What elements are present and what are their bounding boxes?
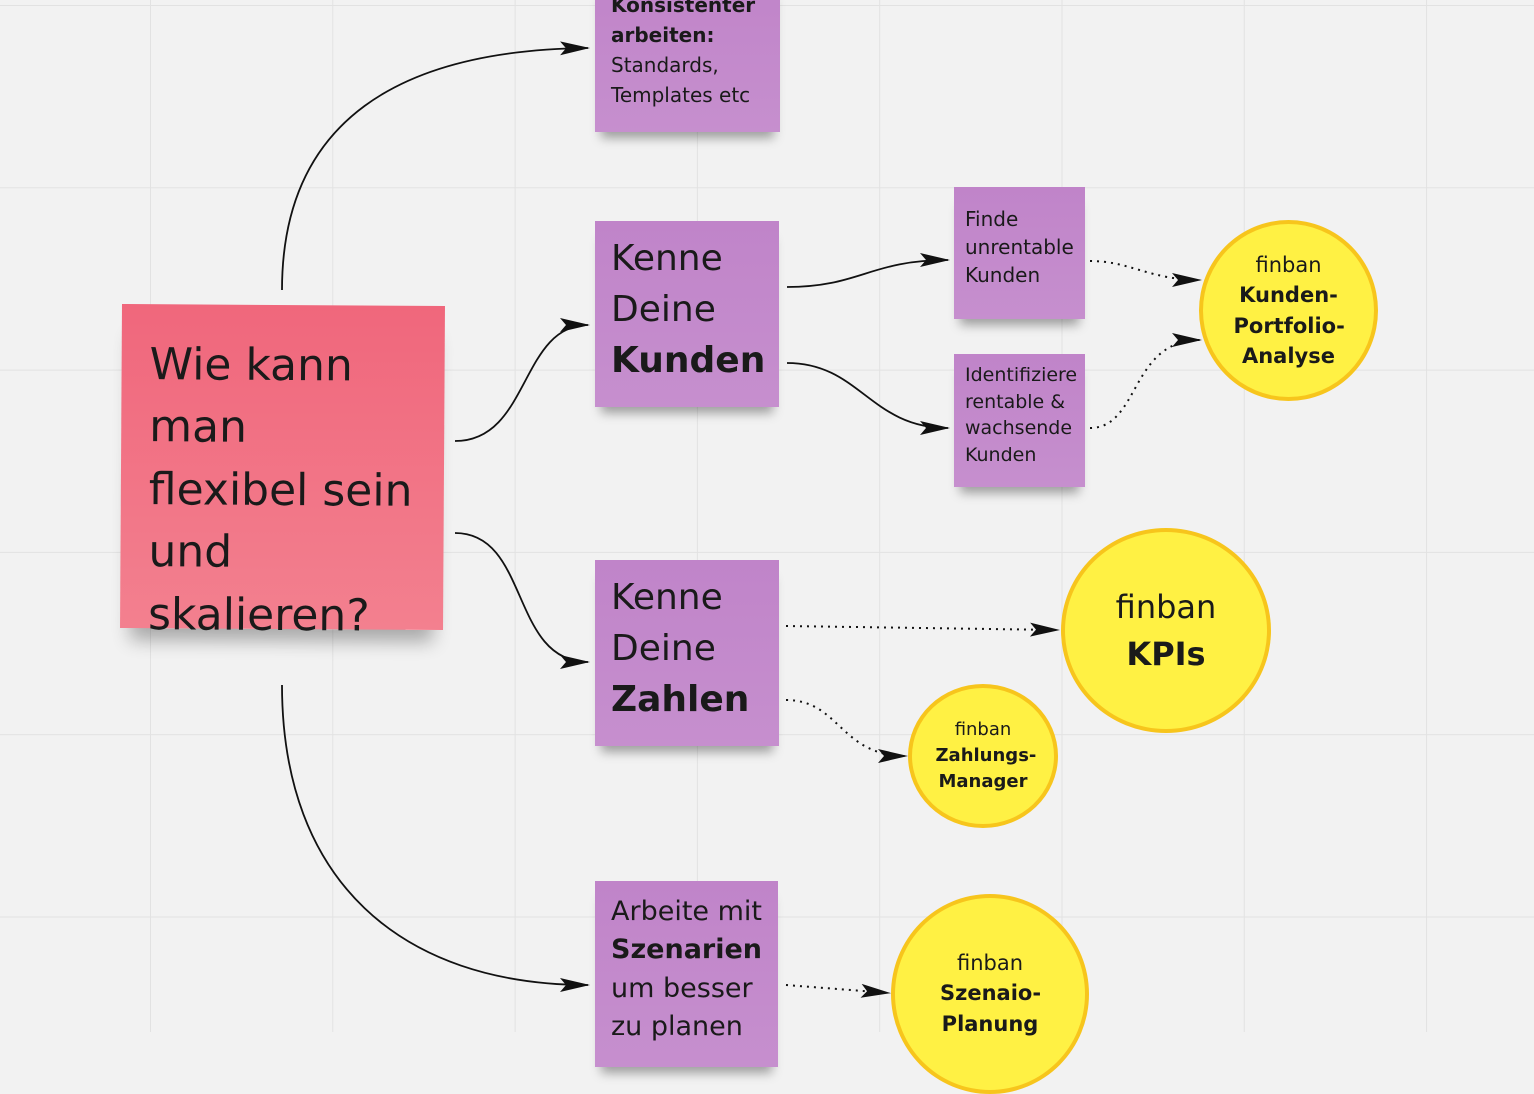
kpis-brand: finban	[1115, 588, 1217, 627]
tool-circle-szenario[interactable]: finban Szenaio-Planung	[891, 894, 1089, 1094]
central-question-text: Wie kann man flexibel sein und skalieren…	[147, 339, 413, 642]
tool-circle-zahlungs[interactable]: finban Zahlungs-Manager	[908, 684, 1058, 828]
zahlen-line2: Deine	[611, 628, 716, 670]
tool-circle-kpis[interactable]: finban KPIs	[1061, 528, 1271, 733]
sticky-kunden[interactable]: Kenne Deine Kunden	[595, 221, 779, 407]
connector-to-konsistent	[281, 41, 590, 291]
connector-identifiziere-portfolio	[1089, 333, 1202, 429]
connectors	[281, 41, 1202, 998]
szenarien-line3: um besser	[611, 972, 753, 1004]
kpis-name: KPIs	[1126, 634, 1206, 673]
konsistent-text: Standards, Templates etc	[611, 53, 751, 107]
tool-circle-portfolio[interactable]: finban Kunden-Portfolio-Analyse	[1199, 220, 1378, 401]
kunden-bold: Kunden	[611, 340, 766, 382]
szenarien-line4: zu planen	[611, 1010, 743, 1042]
central-question-sticky[interactable]: Wie kann man flexibel sein und skalieren…	[120, 304, 445, 641]
connector-finde-portfolio	[1089, 260, 1202, 287]
identifiziere-text: Identifiziere rentable & wachsende Kunde…	[965, 364, 1078, 466]
sticky-szenarien[interactable]: Arbeite mit Szenarien um besser zu plane…	[595, 881, 778, 1067]
connector-to-zahlen	[454, 532, 590, 669]
zahlungs-name: Zahlungs-Manager	[935, 744, 1037, 793]
zahlen-bold: Zahlen	[611, 679, 750, 721]
sticky-konsistent[interactable]: Konsistenter arbeiten: Standards, Templa…	[595, 0, 780, 132]
connector-zahlen-kpis	[785, 622, 1060, 637]
zahlen-line1: Kenne	[611, 577, 723, 618]
connector-to-szenarien	[281, 684, 590, 992]
connector-to-kunden	[454, 318, 590, 442]
zahlungs-brand: finban	[954, 718, 1012, 740]
sticky-identifiziere[interactable]: Identifiziere rentable & wachsende Kunde…	[954, 354, 1085, 487]
konsistent-title: Konsistenter arbeiten:	[611, 0, 756, 47]
kunden-line1: Kenne	[611, 238, 723, 279]
connector-to-identifiziere	[786, 362, 950, 435]
szenarien-line1: Arbeite mit	[611, 896, 762, 927]
szenario-name: Szenaio-Planung	[940, 981, 1042, 1036]
finde-text: Finde unrentable Kunden	[965, 207, 1074, 287]
portfolio-brand: finban	[1255, 252, 1322, 277]
sticky-finde[interactable]: Finde unrentable Kunden	[954, 187, 1085, 319]
connector-zahlen-zahlungs	[785, 699, 908, 763]
szenarien-bold: Szenarien	[611, 934, 763, 966]
kunden-line2: Deine	[611, 289, 716, 331]
connector-to-finde	[786, 253, 950, 288]
connector-szenarien-szenario	[785, 983, 891, 998]
szenario-brand: finban	[956, 951, 1024, 975]
sticky-zahlen[interactable]: Kenne Deine Zahlen	[595, 560, 779, 746]
portfolio-name: Kunden-Portfolio-Analyse	[1233, 283, 1345, 368]
